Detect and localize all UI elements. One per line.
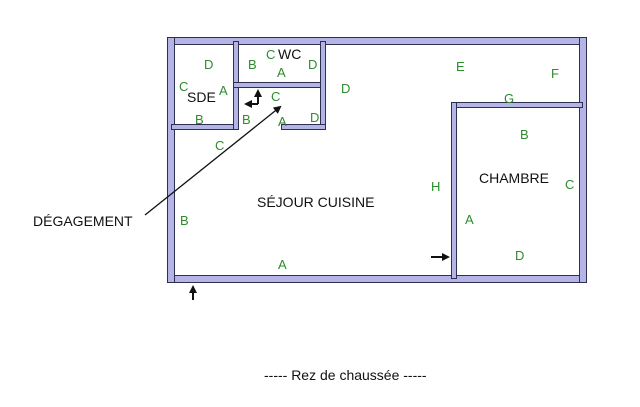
wall-letter: G — [504, 91, 515, 106]
wall-letter: C — [271, 89, 281, 104]
wall-deg-bottom — [281, 124, 326, 130]
wall-letter: D — [310, 110, 320, 125]
wall-letter: E — [456, 59, 465, 74]
wall-letter: B — [520, 127, 529, 142]
wall-letter: B — [248, 57, 257, 72]
wall-letter: D — [204, 57, 214, 72]
wall-letter: F — [551, 66, 559, 81]
wall-letter: A — [465, 212, 474, 227]
room-label-chambre: CHAMBRE — [479, 170, 550, 186]
floor-title: ----- Rez de chaussée ----- — [264, 367, 427, 383]
wall-letter: A — [278, 114, 287, 129]
wall-letter: D — [308, 57, 318, 72]
wall-letter: A — [277, 65, 286, 80]
wall-outer-right — [579, 37, 587, 283]
wall-letter: C — [565, 177, 575, 192]
wall-letter: H — [431, 179, 441, 194]
wall-chambre-left — [451, 102, 457, 279]
wall-letter: C — [266, 47, 276, 62]
wall-letter: A — [219, 83, 228, 98]
wall-letter: D — [341, 81, 351, 96]
wall-outer-left — [167, 37, 175, 283]
wall-letter: C — [215, 138, 225, 153]
room-label-degagement: DÉGAGEMENT — [33, 213, 133, 229]
wall-letter: B — [195, 112, 204, 127]
wall-letter: B — [242, 112, 251, 127]
wall-letter: C — [179, 79, 189, 94]
wall-letter: D — [515, 248, 525, 263]
degagement-leader-line — [144, 105, 282, 216]
room-label-wc: WC — [278, 46, 302, 62]
wall-letter: A — [278, 257, 287, 272]
wall-letter: B — [180, 213, 189, 228]
room-label-sejour-cuisine: SÉJOUR CUISINE — [257, 194, 375, 210]
room-label-sde: SDE — [187, 89, 216, 105]
